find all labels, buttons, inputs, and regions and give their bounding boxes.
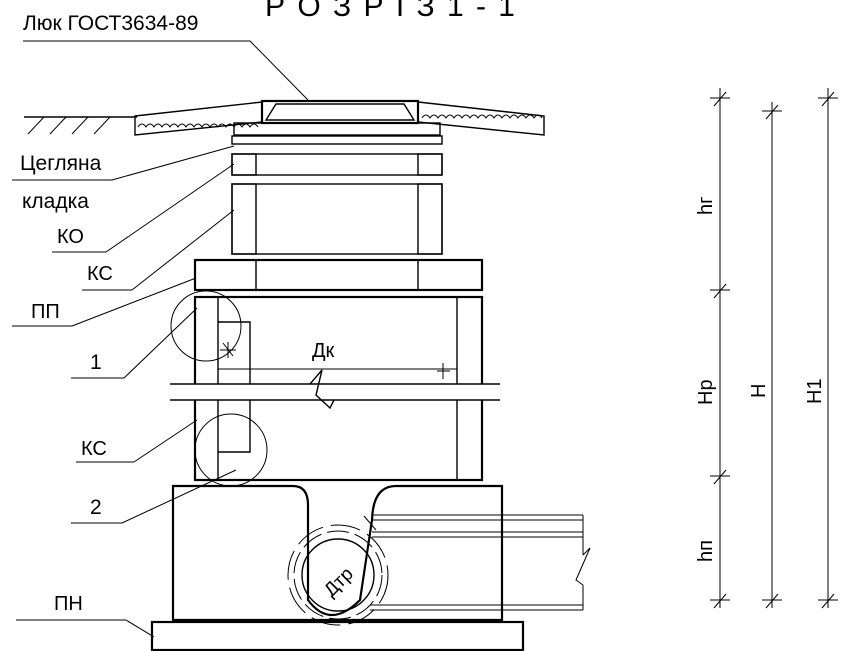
pp-label: ПП <box>31 301 60 323</box>
brick-masonry <box>231 153 443 176</box>
drawing-title: Р О З Р І З 1 - 1 <box>265 0 517 23</box>
chamber-walls-ks <box>170 295 500 482</box>
dim-hn: hп <box>695 540 717 562</box>
base-block: Дтр <box>171 484 591 626</box>
ko-label: КО <box>57 226 84 248</box>
dtr-label: Дтр <box>320 564 358 602</box>
manhole-hatch <box>231 99 443 145</box>
neck-ring-ko <box>231 183 443 255</box>
ks-upper-label: КС <box>87 263 113 285</box>
callouts: Цегляна кладка КО КС ПП 1 КС 2 ПН <box>12 145 237 638</box>
dim-h1: H1 <box>804 378 826 404</box>
dk-label: Дк <box>312 340 335 362</box>
brick-label-line2: кладка <box>22 190 89 213</box>
inner-diameter-dimension: Дк <box>218 340 457 379</box>
detail1-label: 1 <box>90 351 102 374</box>
pn-label: ПН <box>54 593 83 615</box>
dim-h: H <box>748 384 770 398</box>
dim-hg: hг <box>695 197 717 215</box>
foundation-slab-pn <box>150 620 525 651</box>
road-cover <box>134 101 545 136</box>
cover-slab-pp <box>193 258 484 292</box>
ground-surface <box>24 116 137 135</box>
hatch-label: Люк ГОСТ3634-89 <box>23 12 198 35</box>
dim-hr: Hр <box>695 379 717 405</box>
brick-label-line1: Цегляна <box>20 152 102 175</box>
ks-lower-label: КС <box>81 438 107 460</box>
detail2-label: 2 <box>90 496 102 519</box>
vertical-dimensions: hг Hр hп H H1 <box>695 88 838 609</box>
hatch-leader <box>23 40 309 101</box>
